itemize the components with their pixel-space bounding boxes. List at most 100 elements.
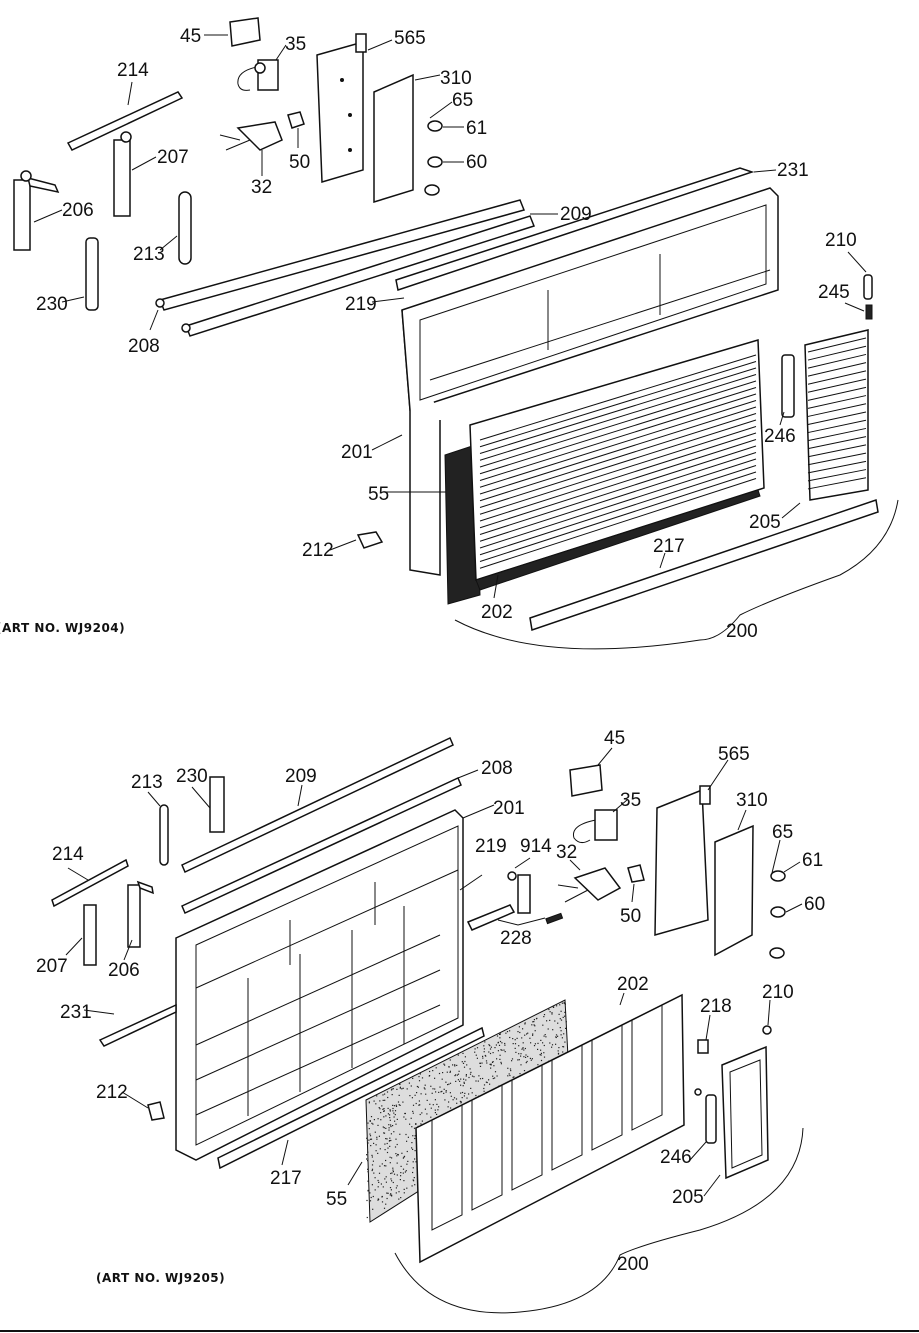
filter-texture — [490, 1064, 492, 1066]
filter-texture — [437, 1109, 439, 1111]
callout: 219 — [345, 294, 377, 315]
filter-texture — [392, 1104, 394, 1106]
filter-texture — [455, 1074, 457, 1076]
filter-texture — [429, 1075, 431, 1077]
filter-texture — [373, 1100, 375, 1102]
filter-texture — [462, 1085, 464, 1087]
decor-line — [479, 413, 757, 502]
filter-texture — [371, 1164, 374, 1166]
callout: 65 — [452, 90, 473, 111]
decor-line — [807, 436, 867, 450]
filter-texture — [405, 1133, 407, 1136]
filter-texture — [413, 1180, 415, 1182]
filter-texture — [405, 1118, 407, 1120]
filter-texture — [511, 1058, 514, 1060]
decor-line — [807, 395, 867, 409]
filter-texture — [384, 1143, 386, 1145]
filter-texture — [418, 1080, 421, 1082]
filter-texture — [540, 1059, 543, 1062]
filter-texture — [390, 1133, 392, 1135]
filter-texture — [559, 1004, 561, 1006]
filter-texture — [461, 1061, 463, 1063]
filter-texture — [516, 1037, 518, 1039]
filter-texture — [404, 1171, 406, 1173]
callout: 202 — [617, 974, 649, 995]
callout: 246 — [660, 1147, 692, 1168]
filter-texture — [438, 1072, 441, 1075]
callout: 32 — [251, 177, 272, 198]
callout: 200 — [726, 621, 758, 642]
filter-texture — [375, 1150, 377, 1152]
filter-texture — [384, 1149, 386, 1151]
filter-texture — [373, 1172, 375, 1174]
filter-texture — [411, 1185, 413, 1187]
callout: 209 — [285, 766, 317, 787]
callout: 35 — [620, 790, 641, 811]
filter-texture — [525, 1062, 527, 1064]
filter-texture — [386, 1138, 388, 1140]
filter-texture — [555, 1043, 557, 1045]
callout: 32 — [556, 842, 577, 863]
part-565-control-panel — [316, 33, 393, 183]
filter-texture — [517, 1031, 519, 1033]
filter-texture — [526, 1033, 528, 1035]
filter-texture — [558, 1047, 560, 1049]
filter-texture — [525, 1056, 527, 1058]
filter-texture — [377, 1198, 379, 1200]
filter-texture — [400, 1165, 402, 1167]
filter-texture — [370, 1138, 373, 1140]
filter-texture — [383, 1132, 385, 1134]
filter-texture — [396, 1155, 398, 1157]
grille-panel — [511, 1064, 543, 1191]
filter-texture — [561, 1002, 563, 1004]
filter-texture — [560, 1010, 562, 1012]
filter-texture — [448, 1083, 450, 1085]
filter-texture — [395, 1192, 397, 1194]
filter-texture — [393, 1116, 395, 1118]
filter-texture — [499, 1037, 501, 1039]
filter-texture — [387, 1147, 389, 1149]
filter-texture — [494, 1077, 496, 1079]
filter-texture — [379, 1108, 381, 1110]
filter-texture — [411, 1097, 413, 1099]
callout: 200 — [617, 1254, 649, 1275]
filter-texture — [456, 1102, 458, 1104]
filter-texture — [387, 1096, 389, 1099]
filter-texture — [389, 1117, 391, 1119]
brace-200 — [394, 1127, 804, 1314]
filter-texture — [397, 1101, 400, 1103]
filter-texture — [415, 1102, 417, 1105]
filter-texture — [512, 1038, 514, 1040]
filter-texture — [392, 1167, 394, 1169]
callout: 201 — [493, 798, 525, 819]
filter-texture — [471, 1092, 473, 1094]
filter-texture — [432, 1104, 434, 1106]
filter-texture — [388, 1127, 390, 1129]
filter-texture — [366, 1137, 368, 1139]
filter-texture — [500, 1061, 502, 1063]
callout: 208 — [481, 758, 513, 779]
filter-texture — [515, 1051, 517, 1053]
decor-line — [479, 393, 757, 481]
filter-texture — [501, 1042, 503, 1044]
decor-line — [479, 465, 757, 556]
filter-texture — [402, 1172, 404, 1174]
filter-texture — [426, 1113, 428, 1115]
filter-texture — [534, 1030, 536, 1032]
filter-texture — [496, 1058, 498, 1060]
filter-texture — [459, 1080, 461, 1082]
decor-line — [479, 478, 757, 569]
filter-texture — [492, 1077, 494, 1080]
filter-texture — [552, 1029, 554, 1031]
decor-line — [807, 403, 867, 417]
filter-texture — [560, 1030, 562, 1032]
filter-texture — [555, 1034, 558, 1036]
filter-texture — [499, 1058, 501, 1060]
decor-line — [479, 406, 757, 495]
filter-texture — [381, 1201, 384, 1203]
filter-texture — [413, 1127, 416, 1129]
diagram-wj9204: 45 35 565 310 65 61 60 214 207 206 213 2… — [0, 17, 899, 650]
filter-texture — [416, 1085, 418, 1088]
filter-texture — [463, 1081, 465, 1083]
filter-texture — [557, 1050, 559, 1052]
